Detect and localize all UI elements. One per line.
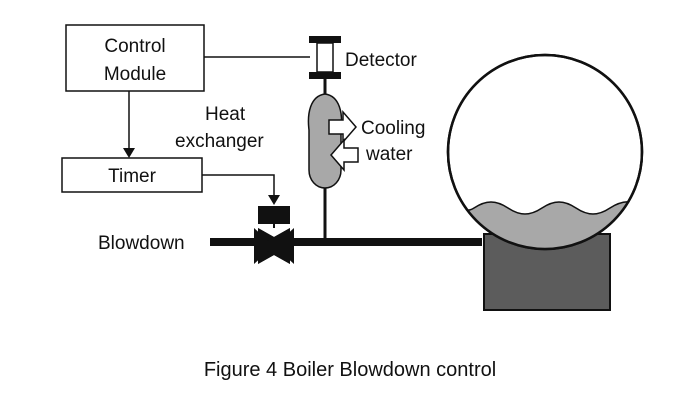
signal-line-valve bbox=[202, 174, 275, 196]
boiler-drum bbox=[446, 53, 644, 251]
cooling-water-label-line2: water bbox=[365, 144, 413, 165]
timer-label: Timer bbox=[108, 166, 157, 187]
figure-caption: Figure 4 Boiler Blowdown control bbox=[204, 359, 496, 381]
control-module-box bbox=[65, 24, 205, 92]
cooling-water-out-arrow bbox=[330, 137, 359, 173]
detector-label: Detector bbox=[345, 50, 417, 71]
detector bbox=[309, 36, 341, 79]
heat-exchanger-label-line2: exchanger bbox=[175, 131, 264, 152]
blowdown-pipe bbox=[210, 238, 482, 246]
blowdown-label: Blowdown bbox=[98, 233, 185, 254]
control-module-label-line1: Control bbox=[104, 36, 165, 57]
cooling-water-in-arrow bbox=[328, 109, 357, 145]
control-module-label-line2: Module bbox=[104, 64, 166, 85]
heat-exchanger-label-line1: Heat bbox=[205, 104, 246, 125]
heat-exchanger-vessel bbox=[307, 93, 343, 189]
cooling-water-label-line1: Cooling bbox=[361, 118, 425, 139]
arrowhead-timer bbox=[123, 148, 135, 158]
valve-body bbox=[254, 228, 294, 264]
timer-box bbox=[61, 157, 203, 193]
valve-actuator bbox=[258, 206, 290, 224]
arrowhead-valve bbox=[268, 195, 280, 205]
